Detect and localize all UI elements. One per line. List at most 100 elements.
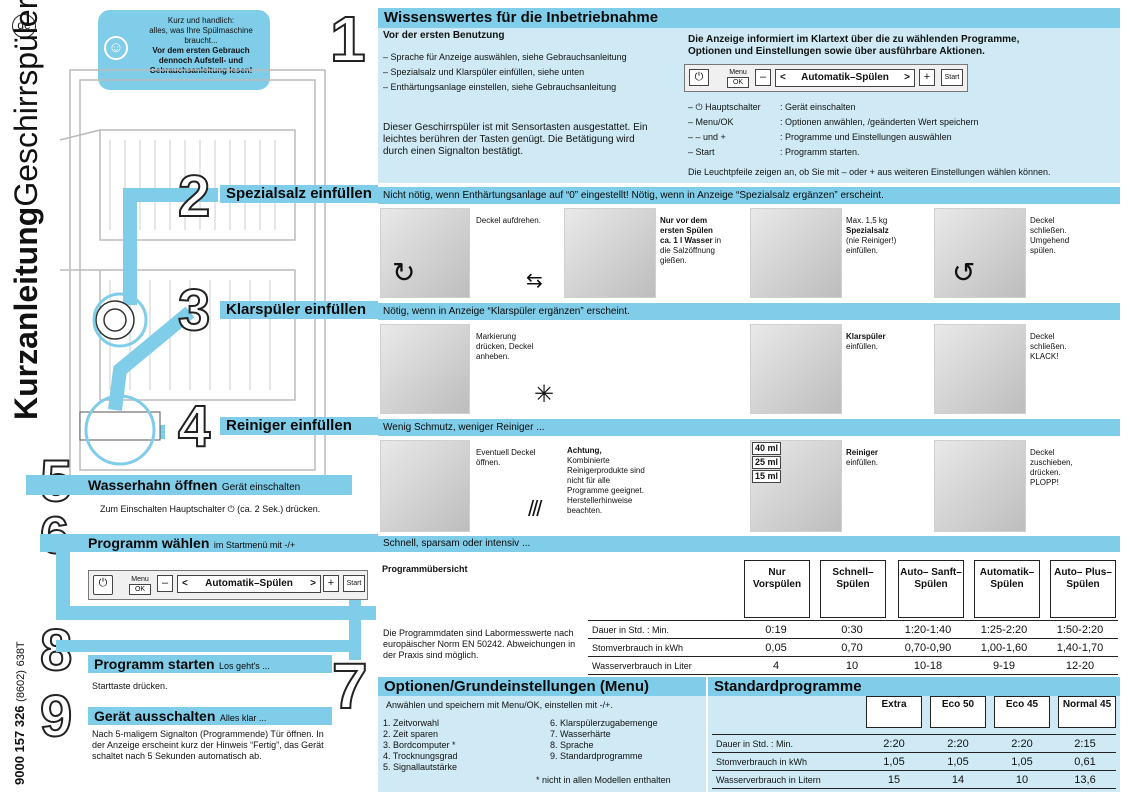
sensor-text: Dieser Geschirrspüler ist mit Sensortast… [383, 122, 648, 157]
table-row: Wasserverbrauch in Litern 15 14 10 13,6 [712, 770, 1116, 789]
salt-step2-caption: Nur vor dem ersten Spülen ca. 1 l Wasser… [660, 216, 722, 265]
salt-lid-close-photo [934, 208, 1026, 298]
step-2-heading: Spezialsalz einfüllen [220, 185, 378, 203]
section-3-note: Nötig, wenn in Anzeige “Klarspüler ergän… [378, 303, 1120, 320]
table-row: Wasserverbrauch in Liter 4 10 10-18 9-19… [588, 656, 1118, 675]
language-badge: de [12, 14, 36, 38]
start-button[interactable]: Start [941, 69, 963, 86]
click-burst-icon: ✳ [534, 381, 555, 408]
section-1-heading: Wissenswertes für die Inbetriebnahme [378, 8, 1120, 28]
options-footnote: * nicht in allen Modellen enthalten [536, 775, 671, 785]
rinse-close-photo [934, 324, 1026, 414]
side-title-bold: Kurzanleitung [8, 206, 44, 420]
step-8-note: Starttaste drücken. [92, 681, 168, 691]
std-header-2: Eco 45 [994, 696, 1050, 728]
power-button[interactable]: ⏻ [689, 69, 709, 86]
dose-markings: 40 ml 25 ml 15 ml [752, 442, 782, 483]
swap-icon: ⇆ [526, 270, 543, 292]
dishwasher-illustration [59, 69, 326, 481]
options-intro: Anwählen und speichern mit Menu/OK, eins… [386, 700, 613, 710]
step-number-3: 3 [177, 278, 211, 343]
step-number-2: 2 [177, 164, 211, 229]
key-legend: – ⏻ Hauptschalter: Gerät einschalten – M… [688, 102, 979, 157]
step-number-1: 1 [329, 3, 367, 75]
rinse-fill-photo [750, 324, 842, 414]
power-button[interactable]: ⏻ [93, 575, 113, 595]
program-display: <Automatik–Spülen> [177, 575, 321, 593]
step-3-heading: Klarspüler einfüllen [220, 301, 378, 319]
step-7-connector-left [56, 640, 361, 652]
rinse-step1-caption: Markierung drücken, Deckel anheben. [476, 332, 534, 361]
rinse-press-photo [380, 324, 470, 414]
detergent-fill-photo [750, 440, 842, 532]
section-4-note: Wenig Schmutz, weniger Reiniger ... [378, 419, 1120, 436]
detergent-open-photo [380, 440, 470, 532]
minus-button[interactable]: – [157, 575, 173, 592]
section-2-note: Nicht nötig, wenn Enthärtungsanlage auf … [378, 187, 1120, 204]
standard-programs-heading: Standardprogramme [708, 677, 1120, 696]
salt-fill-photo [750, 208, 842, 298]
std-header-0: Extra [866, 696, 922, 728]
program-display: <Automatik–Spülen> [775, 69, 915, 87]
step-4-heading: Reiniger einfüllen [220, 417, 378, 435]
water-pour-photo [564, 208, 656, 298]
rinse-step3-caption: Deckel schließen. KLACK! [1030, 332, 1067, 361]
program-header-1: Schnell– Spülen [820, 560, 886, 618]
program-header-3: Automatik– Spülen [974, 560, 1040, 618]
document-number: 9000 157 326 (8602) 638T [12, 641, 27, 785]
side-title-light: Geschirrspüler [8, 0, 44, 207]
salt-step4-caption: Deckel schließen. Umgehend spülen. [1030, 216, 1070, 255]
hint-bubble: ☺ Kurz und handlich: alles, was Ihre Spü… [98, 10, 270, 90]
options-list-left: 1. Zeitvorwahl 2. Zeit sparen 3. Bordcom… [383, 718, 458, 772]
rays-icon: /// [528, 496, 542, 521]
options-body [378, 696, 706, 792]
detergent-close-photo [934, 440, 1026, 532]
first-use-list: – Sprache für Anzeige auswählen, siehe G… [383, 52, 627, 92]
step-number-7: 7 [331, 650, 369, 722]
salt-step1-caption: Deckel aufdrehen. [476, 216, 541, 225]
step-number-4: 4 [177, 394, 211, 459]
standard-programs-table: Dauer in Std. : Min. 2:20 2:20 2:20 2:15… [712, 734, 1116, 789]
rotate-arrow-icon: ↻ [392, 257, 416, 288]
step-6-heading: Programm wählen im Startmenü mit -/+ [40, 534, 378, 552]
program-data-note: Die Programmdaten sind Labormesswerte na… [383, 628, 576, 660]
std-header-3: Normal 45 [1058, 696, 1116, 728]
table-row: Dauer in Std. : Min. 0:19 0:30 1:20-1:40… [588, 620, 1118, 639]
indicator-footer: Die Leuchtpfeile zeigen an, ob Sie mit –… [688, 167, 1051, 177]
detergent-step1-caption: Eventuell Deckel öffnen. [476, 448, 536, 467]
step-6-connector [56, 552, 70, 620]
std-header-1: Eco 50 [930, 696, 986, 728]
step-9-heading: Gerät ausschalten Alles klar ... [88, 707, 332, 725]
table-row: Stomverbrauch in kWh 1,05 1,05 1,05 0,61 [712, 752, 1116, 771]
plus-button[interactable]: + [919, 69, 935, 86]
program-table: Dauer in Std. : Min. 0:19 0:30 1:20-1:40… [588, 620, 1118, 675]
program-header-4: Auto– Plus– Spülen [1050, 560, 1116, 618]
display-heading: Die Anzeige informiert im Klartext über … [688, 34, 1020, 57]
section-6-note: Schnell, sparsam oder intensiv ... [378, 536, 1120, 552]
program-header-2: Auto– Sanft– Spülen [898, 560, 964, 618]
smiley-icon: ☺ [104, 36, 128, 60]
section-1-body [378, 28, 1120, 183]
step-8-heading: Programm starten Los geht's ... [88, 655, 332, 673]
first-use-subtitle: Vor der ersten Benutzung [383, 30, 505, 41]
detergent-warning: Achtung,Kombinierte Reinigerprodukte sin… [567, 446, 645, 515]
rotate-back-arrow-icon: ↺ [952, 257, 976, 288]
salt-lid-open-photo [380, 208, 470, 298]
step-6-connector-bottom [56, 606, 376, 620]
table-row: Dauer in Std. : Min. 2:20 2:20 2:20 2:15 [712, 734, 1116, 753]
start-button[interactable]: Start [343, 575, 365, 592]
detergent-step4-caption: Deckel zuschieben, drücken. PLOPP! [1030, 448, 1073, 487]
step-9-note: Nach 5-maligem Signalton (Programmende) … [92, 729, 324, 761]
program-header-0: Nur Vorspülen [744, 560, 810, 618]
options-list-right: 6. Klarspülerzugabemenge 7. Wasserhärte … [550, 718, 658, 761]
minus-button[interactable]: – [755, 69, 771, 86]
step-number-9: 9 [39, 684, 73, 749]
program-overview-title: Programmübersicht [382, 564, 468, 574]
plus-button[interactable]: + [323, 575, 339, 592]
